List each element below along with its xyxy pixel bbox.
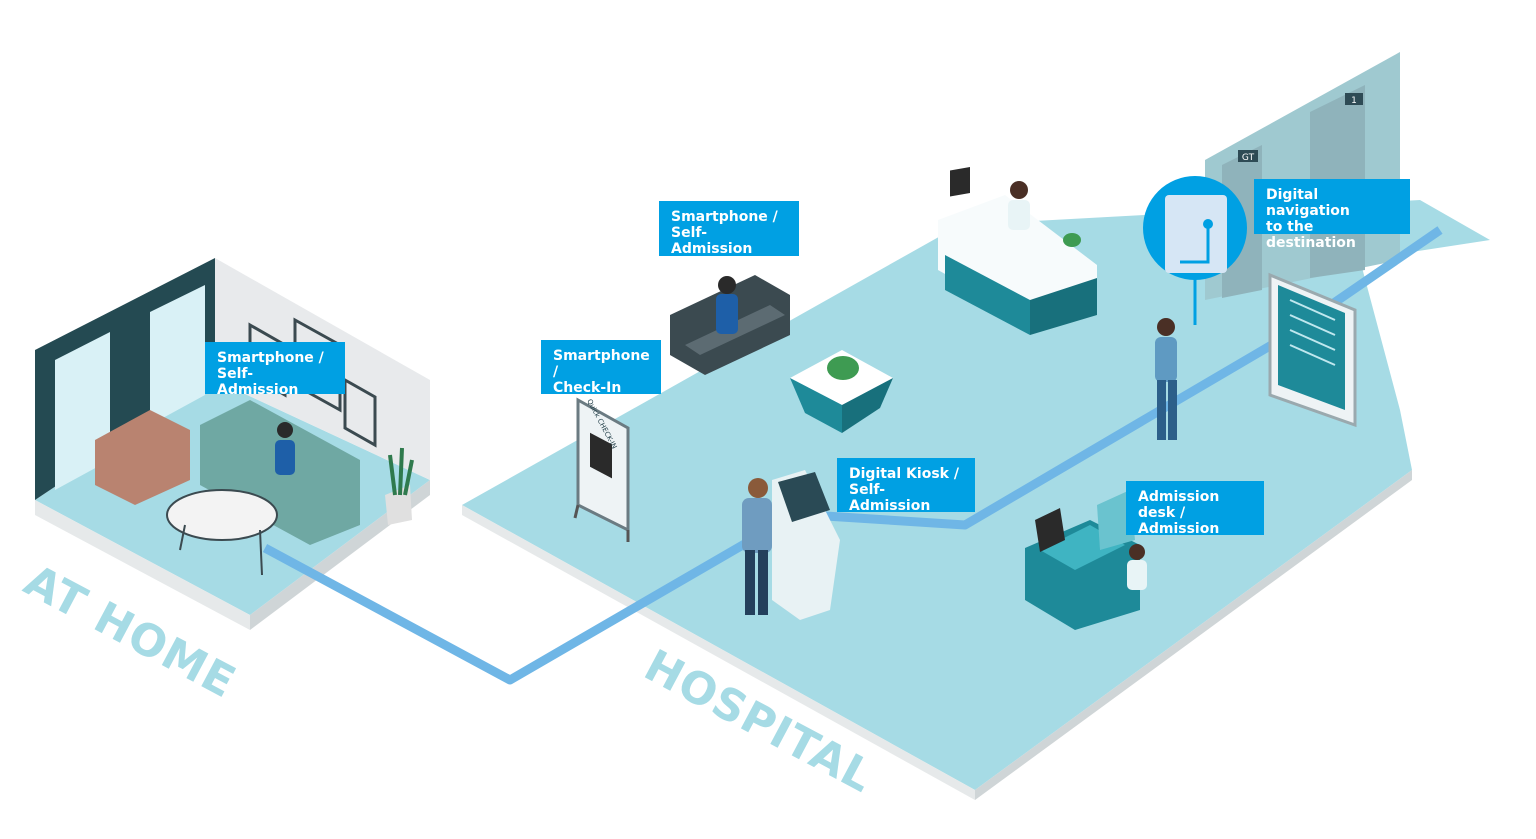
callout-waiting-smartphone-line2: Self-Admission [671, 225, 753, 257]
qr-checkin-stand: Quick CHECK-IN [573, 397, 630, 542]
callout-home-smartphone-line2: Self-Admission [217, 366, 299, 398]
callout-home-smartphone: Smartphone / Self-Admission [205, 342, 345, 398]
navigating-person [1155, 275, 1197, 440]
callout-kiosk: Digital Kiosk / Self-Admission [837, 458, 975, 514]
admission-desk [1025, 490, 1147, 630]
home-room [35, 258, 430, 630]
callout-checkin-line2: Check-In [553, 380, 622, 396]
navigation-phone-bubble [1143, 176, 1247, 280]
callout-waiting-smartphone: Smartphone / Self-Admission [659, 201, 799, 257]
callout-kiosk-line1: Digital Kiosk / [849, 466, 959, 482]
elevator-left-label: GT [1242, 153, 1255, 163]
hospital-floor [462, 200, 1490, 800]
digital-kiosk [742, 470, 840, 620]
elevator-wall: GT 1 [1205, 52, 1400, 300]
directory-sign [1268, 272, 1357, 428]
callout-admission-desk: Admission desk / Admission [1126, 481, 1264, 537]
elevator-right-label: 1 [1351, 96, 1357, 106]
callout-admission-desk-line1: Admission desk / [1138, 489, 1220, 521]
callout-admission-desk-line2: Admission [1138, 521, 1220, 537]
callout-waiting-smartphone-line1: Smartphone / [671, 209, 778, 225]
callout-checkin-line1: Smartphone / [553, 348, 650, 380]
reception-desk [938, 166, 1097, 335]
callout-navigation-line2: to the destination [1266, 219, 1356, 251]
callout-navigation: Digital navigation to the destination [1254, 179, 1410, 251]
callout-checkin: Smartphone / Check-In [541, 340, 661, 396]
callout-kiosk-line2: Self-Admission [849, 482, 931, 514]
waiting-chairs [670, 275, 790, 375]
callout-navigation-line1: Digital navigation [1266, 187, 1350, 219]
side-table-plant [790, 350, 893, 433]
callout-home-smartphone-line1: Smartphone / [217, 350, 324, 366]
